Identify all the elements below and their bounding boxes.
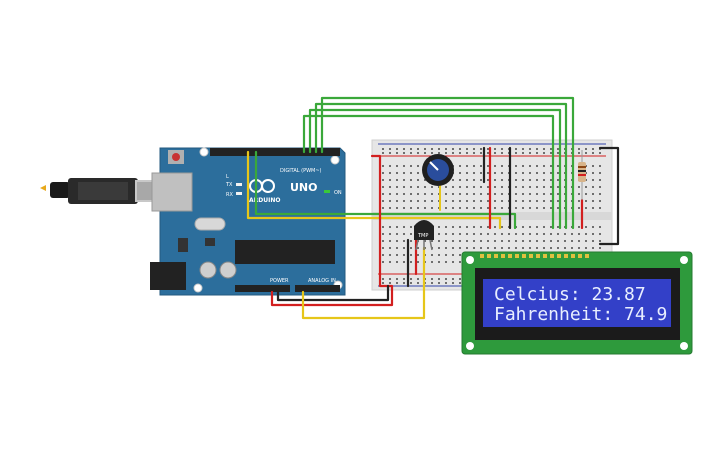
wire-green-3 [308, 108, 562, 230]
microcontroller-chip [235, 240, 335, 264]
resistor [578, 150, 586, 200]
wire-yellow-1 [246, 150, 502, 230]
model-label: UNO [290, 181, 318, 194]
arduino-board[interactable]: UNO ARDUINO DIGITAL (PWM~) ANALOG IN POW… [150, 147, 346, 296]
lcd-display[interactable]: Celcius: 23.87 Fahrenheit: 74.9 [461, 251, 693, 355]
digital-header [210, 148, 340, 156]
usb-cable[interactable] [40, 178, 167, 204]
power-jack[interactable] [150, 262, 186, 290]
temperature-sensor[interactable]: TMP [414, 220, 434, 251]
lcd-line-1: Celcius: 23.87 [494, 284, 646, 305]
lightning-icon [40, 185, 46, 191]
wire-green-5 [254, 150, 517, 230]
brand-label: ARDUINO [249, 197, 280, 204]
wire-yellow-analog [301, 246, 426, 320]
potentiometer[interactable] [422, 154, 454, 186]
on-label: ON [334, 190, 342, 196]
wire-green-4 [302, 114, 555, 230]
rx-label: RX [226, 192, 233, 198]
lcd-pin-header [480, 254, 589, 258]
wire-green-1 [320, 96, 575, 230]
wire-black-gnd [276, 284, 390, 302]
l-label: L [226, 174, 229, 180]
analog-header [295, 285, 340, 292]
tx-label: TX [225, 182, 233, 188]
wire-green-2 [314, 102, 568, 230]
lcd-line-2: Fahrenheit: 74.9 [494, 304, 667, 325]
lcd-screen [483, 279, 671, 327]
digital-label: DIGITAL (PWM~) [280, 168, 322, 174]
wires [246, 96, 620, 320]
sensor-label: TMP [417, 233, 428, 239]
wire-red-5v [270, 154, 394, 307]
power-label: POWER [270, 278, 289, 284]
power-header [235, 285, 290, 292]
analog-label: ANALOG IN [308, 278, 336, 284]
